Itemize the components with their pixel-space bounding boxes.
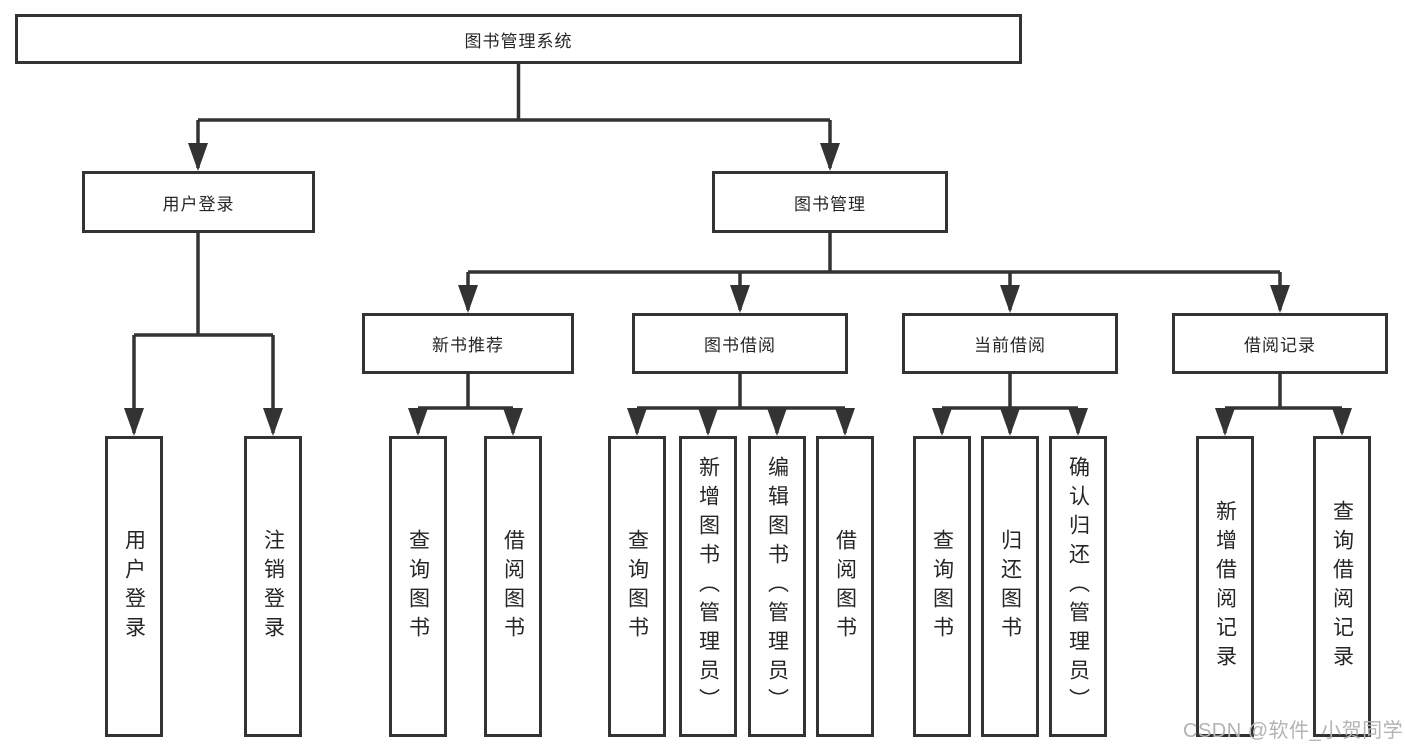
leaf-confirm-return-admin: 确认归还（管理员）: [1049, 436, 1107, 737]
leaf-query-borrow-record-label: 查询借阅记录: [1330, 499, 1354, 674]
node-user-login: 用户登录: [82, 171, 315, 233]
leaf-borrow-books-2-label: 借阅图书: [833, 528, 857, 645]
node-new-book-recommend: 新书推荐: [362, 313, 574, 374]
leaf-query-books-2: 查询图书: [608, 436, 666, 737]
node-root: 图书管理系统: [15, 14, 1022, 64]
watermark: CSDN @软件_小贺同学: [1183, 720, 1404, 742]
leaf-confirm-return-admin-label: 确认归还（管理员）: [1066, 456, 1090, 717]
leaf-user-login: 用户登录: [105, 436, 163, 737]
node-current-borrow: 当前借阅: [902, 313, 1118, 374]
leaf-borrow-books-1: 借阅图书: [484, 436, 542, 737]
node-book-management: 图书管理: [712, 171, 948, 233]
leaf-logout-label: 注销登录: [261, 528, 285, 645]
leaf-borrow-books-1-label: 借阅图书: [501, 528, 525, 645]
leaf-return-books-label: 归还图书: [998, 528, 1022, 645]
node-borrow-records: 借阅记录: [1172, 313, 1388, 374]
leaf-logout: 注销登录: [244, 436, 302, 737]
leaf-add-books-admin: 新增图书（管理员）: [679, 436, 737, 737]
leaf-add-books-admin-label: 新增图书（管理员）: [696, 456, 720, 717]
leaf-query-books-1-label: 查询图书: [406, 528, 430, 645]
leaf-return-books: 归还图书: [981, 436, 1039, 737]
leaf-query-books-2-label: 查询图书: [625, 528, 649, 645]
leaf-query-books-3-label: 查询图书: [930, 528, 954, 645]
leaf-edit-books-admin: 编辑图书（管理员）: [748, 436, 806, 737]
leaf-edit-books-admin-label: 编辑图书（管理员）: [765, 456, 789, 717]
leaf-user-login-label: 用户登录: [122, 528, 146, 645]
leaf-add-borrow-record: 新增借阅记录: [1196, 436, 1254, 737]
node-book-borrow: 图书借阅: [632, 313, 848, 374]
leaf-query-borrow-record: 查询借阅记录: [1313, 436, 1371, 737]
leaf-borrow-books-2: 借阅图书: [816, 436, 874, 737]
leaf-query-books-1: 查询图书: [389, 436, 447, 737]
leaf-query-books-3: 查询图书: [913, 436, 971, 737]
leaf-add-borrow-record-label: 新增借阅记录: [1213, 499, 1237, 674]
